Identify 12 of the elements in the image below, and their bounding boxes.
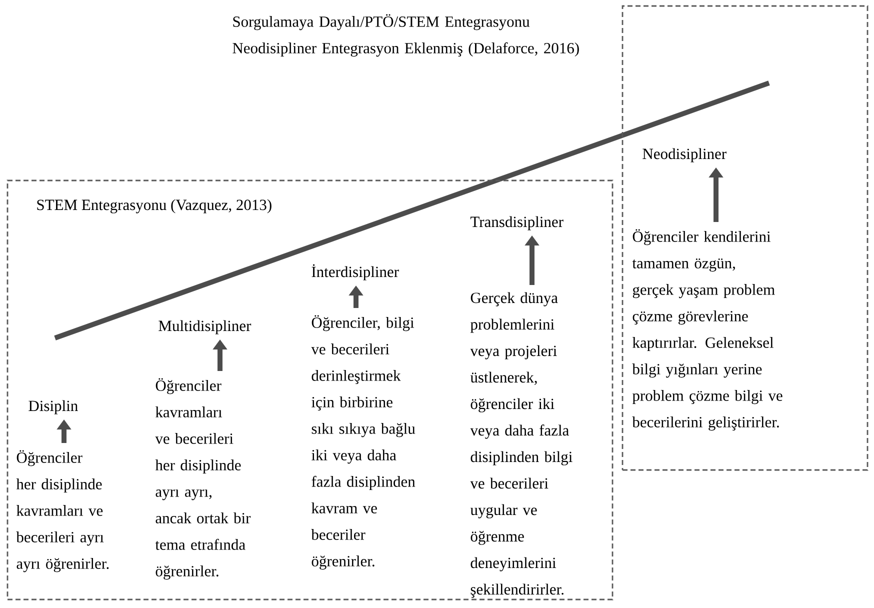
description-text: Öğrenciler kendilerini tamamen özgün, gerçek yaşam problem çözme görevlerine kaptırırlar. Geleneksel bilgi yığınları yerine problem çözme bilgi ve becerilerini geliştirirler. xyxy=(632,229,782,431)
level-label: İnterdisipliner xyxy=(312,264,399,280)
level-label: Multidisipliner xyxy=(158,320,252,334)
description-text: Gerçek dünya problemlerini veya projeleri üstlenerek, öğrenciler iki veya daha fazla disiplinden bilgi ve becerileri uygular ve öğrenme deneyimlerini şekillendirirler. xyxy=(470,292,572,598)
level-label: Neodisipliner xyxy=(642,148,726,162)
description-text: Öğrenciler, bilgi ve becerileri derinleştirmek için birbirine sıkı sıkıya bağlu iki veya daha fazla disiplinden kavram ve beceriler öğrenirler. xyxy=(311,315,416,570)
level-label: Transdisipliner xyxy=(470,216,564,230)
description-text: Öğrenciler kavramları ve becerileri her disiplinde ayrı ayrı, ancak ortak bir tema etrafında öğrenirler. xyxy=(155,378,251,580)
level-label: Disiplin xyxy=(28,400,78,414)
description-text: Öğrenciler her disiplinde kavramları ve becerileri ayrı ayrı öğrenirler. xyxy=(16,450,109,572)
dashed-frame xyxy=(622,5,868,471)
title: Sorgulamaya Dayalı/PTÖ/STEM Entegrasyonu Neodisipliner Entegrasyon Eklenmiş (Delaforce, 2016) xyxy=(232,14,579,57)
